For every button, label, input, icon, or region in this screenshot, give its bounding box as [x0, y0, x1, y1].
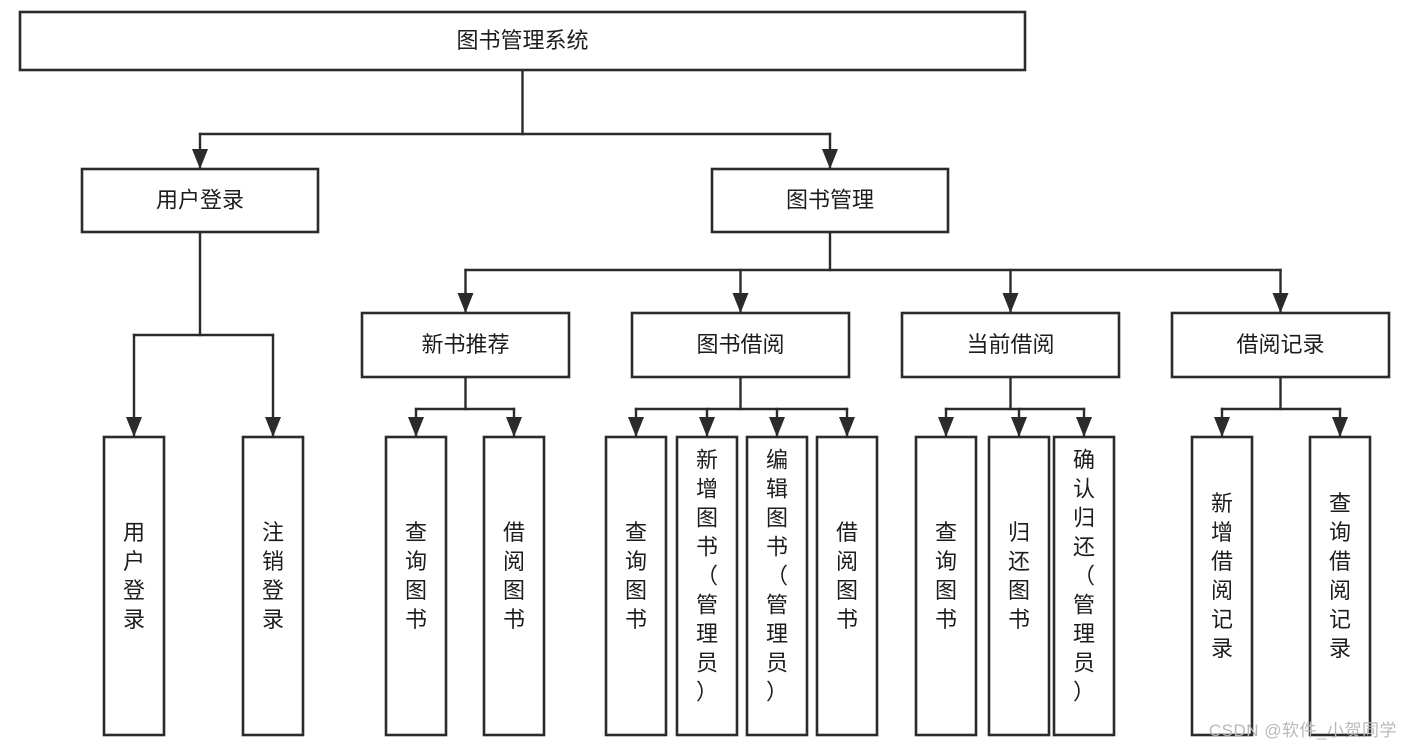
node-leaf-borrow-book-rec[interactable]: 借阅图书 [482, 435, 546, 737]
node-label: 借阅图书 [836, 520, 858, 632]
node-book-manage[interactable]: 图书管理 [710, 167, 950, 234]
node-label: 查询借阅记录 [1329, 491, 1351, 661]
node-leaf-borrow-book-bw[interactable]: 借阅图书 [815, 435, 879, 737]
node-book-borrow[interactable]: 图书借阅 [630, 311, 851, 379]
node-new-book-rec[interactable]: 新书推荐 [360, 311, 571, 379]
node-box [745, 435, 809, 737]
node-leaf-edit-book[interactable]: 编辑图书（管理员） [745, 435, 809, 737]
node-boxes-layer: 图书管理系统用户登录图书管理新书推荐图书借阅当前借阅借阅记录用户登录注销登录查询… [18, 10, 1391, 737]
node-box [604, 435, 668, 737]
node-label: 查询图书 [935, 520, 957, 632]
arrow-to-new-book-rec [457, 293, 474, 313]
node-box [1308, 435, 1372, 737]
node-box [360, 311, 571, 379]
node-label: 图书管理系统 [456, 28, 588, 53]
csdn-watermark: CSDN @软件_小贺同学 [1208, 721, 1397, 740]
node-label: 图书借阅 [696, 332, 784, 357]
node-leaf-confirm-return[interactable]: 确认归还（管理员） [1052, 435, 1116, 737]
arrow-to-leaf-borrow-book-rec [506, 417, 522, 437]
node-leaf-add-record[interactable]: 新增借阅记录 [1190, 435, 1254, 737]
node-label: 新书推荐 [421, 332, 509, 357]
node-box [241, 435, 305, 737]
node-label: 新增图书（管理员） [696, 448, 718, 705]
node-leaf-user-login[interactable]: 用户登录 [102, 435, 166, 737]
node-label: 当前借阅 [966, 332, 1054, 357]
node-label: 归还图书 [1008, 520, 1030, 632]
arrow-to-leaf-return-book [1011, 417, 1027, 437]
arrow-to-book-borrow [732, 293, 749, 313]
arrow-to-leaf-add-record [1214, 417, 1230, 437]
arrow-to-leaf-confirm-return [1076, 417, 1092, 437]
node-box [630, 311, 851, 379]
arrow-to-borrow-record [1272, 293, 1289, 313]
node-label: 注销登录 [262, 520, 284, 632]
node-leaf-query-record[interactable]: 查询借阅记录 [1308, 435, 1372, 737]
node-box [80, 167, 320, 234]
node-user-login[interactable]: 用户登录 [80, 167, 320, 234]
arrow-to-leaf-query-book-cb [938, 417, 954, 437]
node-root[interactable]: 图书管理系统 [18, 10, 1027, 72]
node-leaf-query-book-cb[interactable]: 查询图书 [914, 435, 978, 737]
node-label: 查询图书 [405, 520, 427, 632]
arrow-to-user-login [192, 149, 208, 169]
node-label: 图书管理 [786, 187, 874, 212]
arrow-to-leaf-query-record [1332, 417, 1348, 437]
arrow-to-leaf-query-book-rec [408, 417, 424, 437]
node-box [1170, 311, 1391, 379]
node-label: 新增借阅记录 [1211, 491, 1233, 661]
node-label: 用户登录 [156, 187, 244, 212]
node-box [900, 311, 1121, 379]
node-label: 编辑图书（管理员） [766, 448, 788, 705]
node-leaf-query-book-rec[interactable]: 查询图书 [384, 435, 448, 737]
node-leaf-add-book[interactable]: 新增图书（管理员） [675, 435, 739, 737]
node-label: 借阅记录 [1236, 332, 1324, 357]
node-box [987, 435, 1051, 737]
arrow-to-leaf-query-book-bw [628, 417, 644, 437]
node-borrow-record[interactable]: 借阅记录 [1170, 311, 1391, 379]
node-leaf-return-book[interactable]: 归还图书 [987, 435, 1051, 737]
node-box [482, 435, 546, 737]
connector-lines-layer [126, 68, 1348, 439]
node-label: 用户登录 [123, 520, 145, 632]
node-box [815, 435, 879, 737]
arrow-to-book-manage [822, 149, 838, 169]
arrow-to-leaf-user-login [126, 417, 142, 437]
node-current-borrow[interactable]: 当前借阅 [900, 311, 1121, 379]
node-box [102, 435, 166, 737]
node-label: 查询图书 [625, 520, 647, 632]
node-box [1190, 435, 1254, 737]
node-box [1052, 435, 1116, 737]
node-leaf-query-book-bw[interactable]: 查询图书 [604, 435, 668, 737]
arrow-to-current-borrow [1002, 293, 1019, 313]
arrow-to-leaf-borrow-book-bw [839, 417, 855, 437]
node-label: 确认归还（管理员） [1073, 448, 1095, 705]
node-leaf-user-logout[interactable]: 注销登录 [241, 435, 305, 737]
node-box [914, 435, 978, 737]
node-label: 借阅图书 [503, 520, 525, 632]
arrow-to-leaf-add-book [699, 417, 715, 437]
node-box [675, 435, 739, 737]
node-box [384, 435, 448, 737]
node-box [710, 167, 950, 234]
arrow-to-leaf-user-logout [265, 417, 281, 437]
arrow-to-leaf-edit-book [769, 417, 785, 437]
node-box [18, 10, 1027, 72]
